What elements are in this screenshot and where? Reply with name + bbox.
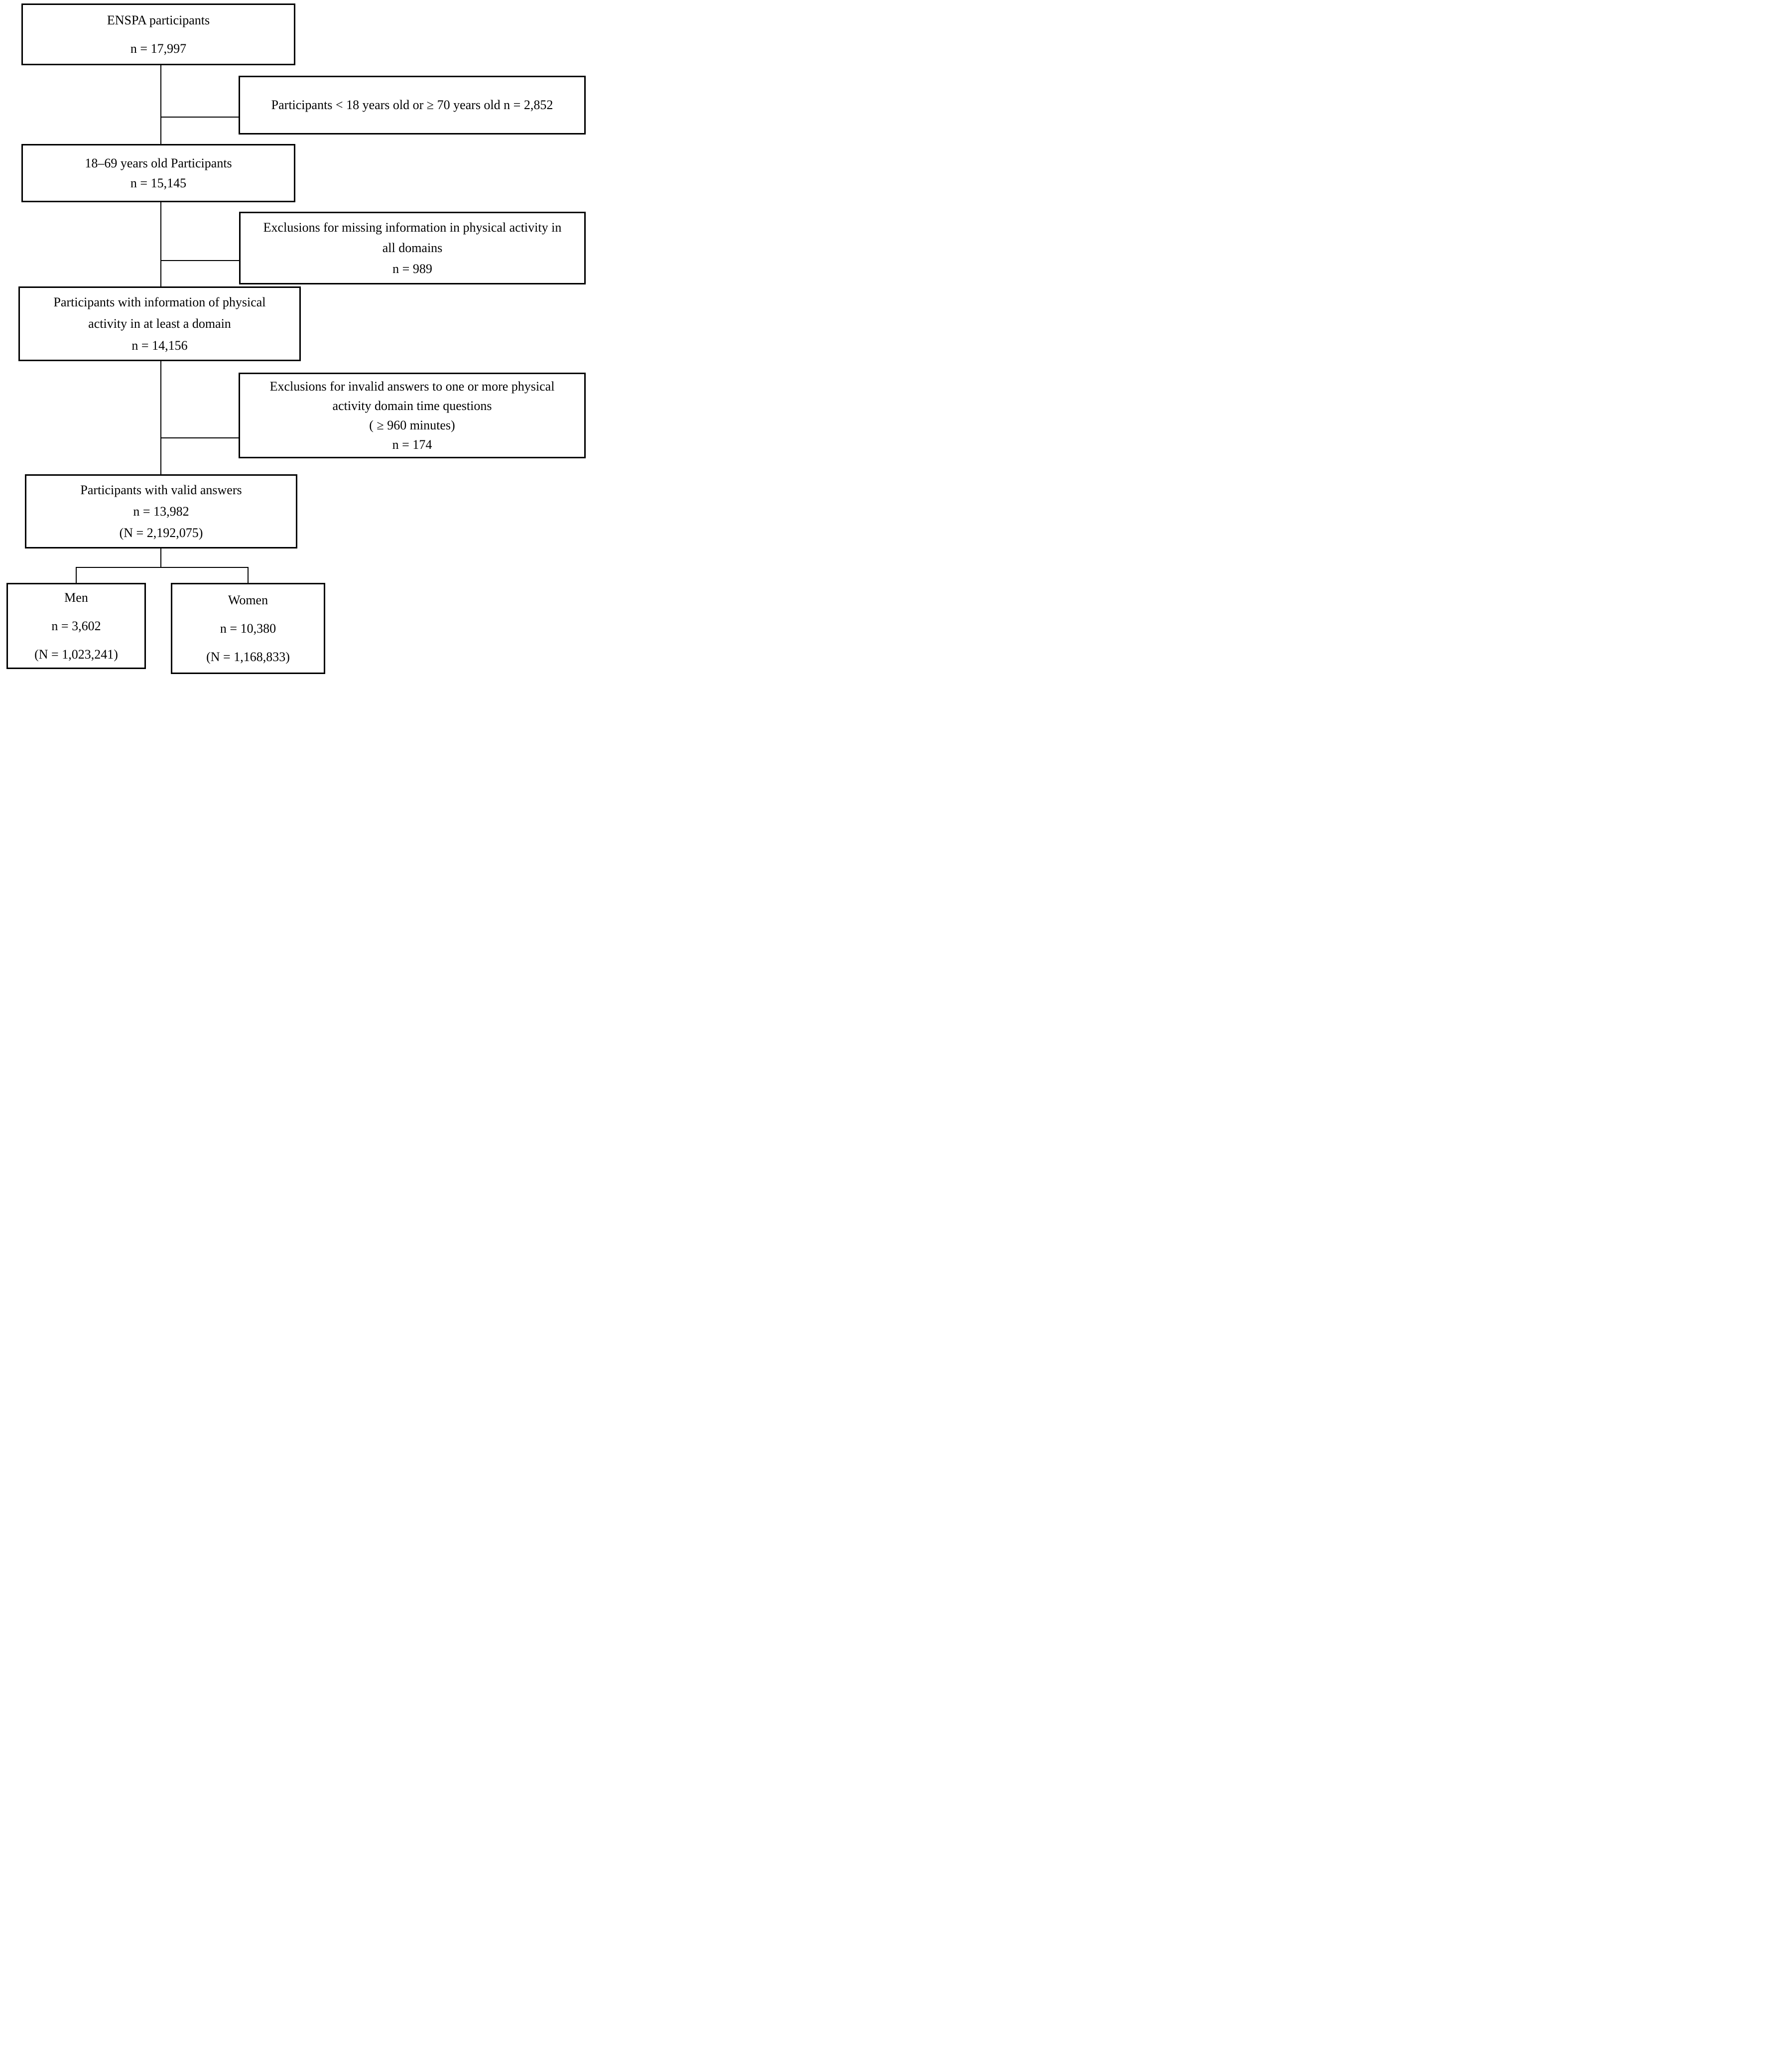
box-enspa-participants: ENSPA participants n = 17,997: [21, 3, 295, 65]
box-men: Men n = 3,602 (N = 1,023,241): [6, 583, 146, 669]
exclusion-text: Participants < 18 years old or ≥ 70 year…: [271, 98, 553, 113]
box-label: ENSPA participants: [107, 12, 210, 27]
box-info-at-least-domain: Participants with information of physica…: [18, 286, 301, 361]
box-label: Participants with valid answers: [80, 482, 242, 497]
sample-n: n = 10,380: [220, 621, 276, 636]
sample-n: n = 15,145: [130, 176, 187, 190]
box-label: Men: [64, 590, 88, 605]
weighted-n: (N = 1,023,241): [34, 647, 118, 662]
box-label: 18–69 years old Participants: [85, 155, 232, 170]
sample-n: n = 13,982: [133, 504, 189, 519]
connector-trunk-3: [160, 361, 161, 474]
connector-trunk-2: [160, 202, 161, 286]
box-label-line1: Participants with information of physica…: [53, 295, 266, 310]
flow-diagram: ENSPA participants n = 17,997 Participan…: [0, 0, 598, 682]
weighted-n: (N = 1,168,833): [206, 650, 290, 665]
box-18-69-participants: 18–69 years old Participants n = 15,145: [21, 144, 295, 202]
exclusion-criterion: ( ≥ 960 minutes): [369, 418, 455, 432]
exclusion-text-line2: all domains: [382, 241, 443, 256]
box-label-line2: activity in at least a domain: [88, 316, 231, 331]
box-women: Women n = 10,380 (N = 1,168,833): [171, 583, 325, 674]
connector-drop-women: [248, 567, 249, 583]
connector-branch-exclusion-missing: [160, 260, 239, 261]
connector-drop-men: [76, 567, 77, 583]
connector-branch-exclusion-invalid: [160, 437, 239, 438]
sample-n: n = 989: [392, 261, 432, 276]
exclusion-text-line2: activity domain time questions: [332, 398, 492, 413]
sample-n: n = 3,602: [51, 618, 101, 633]
box-excluded-missing-info: Exclusions for missing information in ph…: [239, 212, 586, 284]
weighted-n: (N = 2,192,075): [119, 526, 203, 541]
exclusion-text-line1: Exclusions for missing information in ph…: [263, 220, 562, 235]
box-excluded-age: Participants < 18 years old or ≥ 70 year…: [239, 76, 586, 135]
sample-n: n = 174: [392, 437, 432, 452]
connector-trunk-1: [160, 65, 161, 144]
exclusion-text-line1: Exclusions for invalid answers to one or…: [269, 379, 555, 394]
sample-n: n = 17,997: [130, 41, 187, 56]
box-label: Women: [228, 592, 268, 607]
box-valid-answers: Participants with valid answers n = 13,9…: [25, 474, 297, 548]
connector-trunk-4: [160, 548, 161, 568]
connector-split-horizontal: [76, 567, 249, 568]
connector-branch-exclusion-age: [160, 117, 239, 118]
sample-n: n = 14,156: [131, 338, 188, 353]
box-excluded-invalid-answers: Exclusions for invalid answers to one or…: [239, 373, 586, 458]
